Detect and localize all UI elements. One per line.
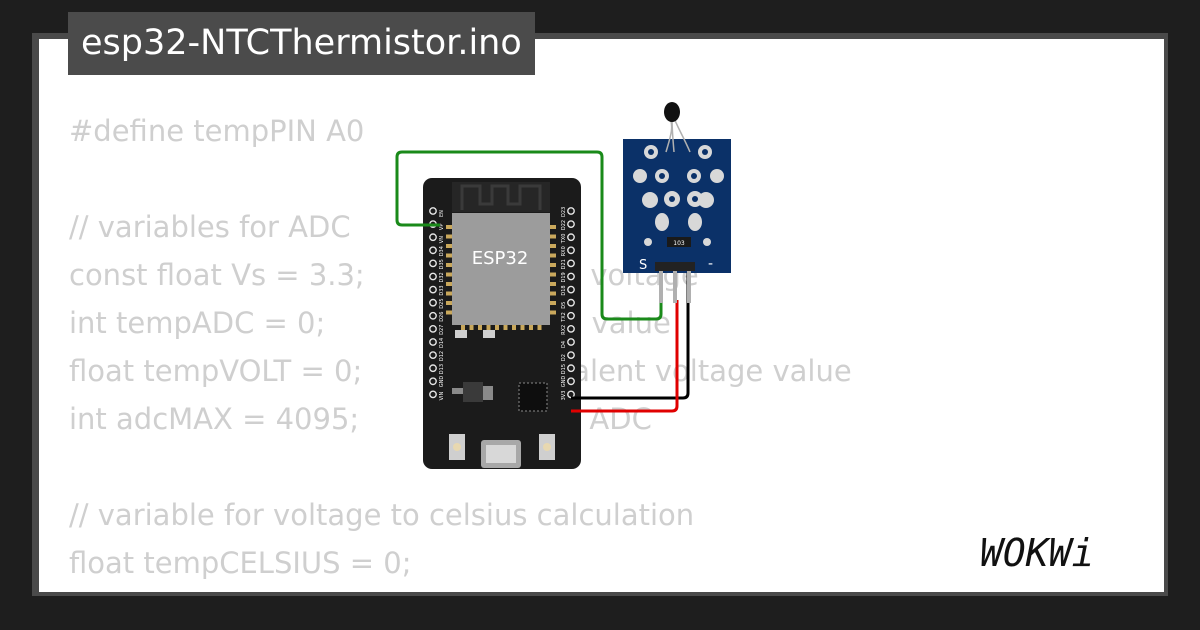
esp32-pin-label: D14 — [439, 338, 445, 348]
code-line: float tempCELSIUS = 0; — [69, 546, 412, 580]
esp32-pin-label: D25 — [439, 298, 445, 308]
ntc-thermistor-module[interactable]: 103 S - — [623, 102, 731, 303]
wire-gnd[interactable] — [571, 272, 690, 400]
esp32-pin-d12[interactable] — [429, 351, 437, 359]
esp32-pin-vn[interactable] — [429, 233, 437, 242]
esp32-pin-d15[interactable] — [567, 364, 575, 373]
esp32-pin-d25[interactable] — [429, 298, 437, 307]
esp32-pin-d23[interactable] — [567, 207, 575, 215]
esp32-pin-label: VP — [439, 224, 445, 230]
sensor-pin-minus-label: - — [708, 256, 713, 272]
esp32-pin-tx0[interactable] — [567, 233, 575, 242]
esp32-pin-label: D21 — [561, 259, 567, 269]
wire-vcc[interactable] — [571, 300, 679, 413]
esp32-pin-rx2[interactable] — [567, 324, 575, 333]
esp32-pin-label: D12 — [439, 351, 445, 361]
esp32-pin-label: D26 — [439, 312, 445, 322]
esp32-pin-label: D33 — [439, 285, 445, 295]
esp32-pin-d26[interactable] — [429, 311, 437, 320]
wokwi-logo: WOKWi — [980, 531, 1094, 575]
code-line: // variable for voltage to celsius calcu… — [69, 498, 695, 532]
resistor-label: 103 — [673, 240, 685, 247]
esp32-pin-label: RX2 — [561, 325, 567, 335]
esp32-pin-d21[interactable] — [567, 259, 575, 268]
esp32-pin-label: D34 — [439, 246, 445, 256]
esp32-pin-label: RX0 — [561, 246, 567, 256]
esp32-pin-d34[interactable] — [429, 246, 437, 255]
esp32-pin-d22[interactable] — [567, 220, 575, 229]
esp32-pin-en[interactable] — [429, 207, 437, 215]
wire-signal[interactable] — [395, 150, 663, 321]
code-line: #define tempPIN A0 — [69, 114, 365, 148]
esp32-pin-d33[interactable] — [429, 285, 437, 294]
esp32-pin-d27[interactable] — [429, 324, 437, 333]
esp32-pin-label: VN — [439, 236, 445, 243]
esp32-pin-label: D32 — [439, 272, 445, 282]
esp32-pin-d14[interactable] — [429, 338, 437, 346]
esp32-pin-label: D35 — [439, 259, 445, 269]
esp32-pin-label: TX2 — [561, 312, 567, 323]
esp32-pin-label: D4 — [561, 341, 567, 348]
esp32-pin-label: 3V3 — [561, 391, 567, 401]
esp32-pin-label: D19 — [561, 272, 567, 282]
esp32-chip-label: ESP32 — [472, 248, 529, 269]
esp32-pin-rx0[interactable] — [567, 246, 575, 255]
thermistor-bead — [664, 102, 680, 122]
esp32-pin-label: GND — [561, 376, 567, 388]
esp32-pin-label: D13 — [439, 364, 445, 374]
esp32-pin-label: EN — [439, 210, 445, 217]
esp32-pin-label: D23 — [561, 207, 567, 217]
esp32-pin-label: D22 — [561, 220, 567, 230]
window-title: esp32-NTCThermistor.ino — [68, 12, 535, 75]
esp32-pin-gnd[interactable] — [567, 377, 575, 386]
esp32-pin-vin[interactable] — [429, 390, 437, 399]
esp32-pin-d4[interactable] — [567, 338, 575, 346]
esp32-pin-d13[interactable] — [429, 364, 437, 373]
esp32-pin-label: VIN — [439, 392, 445, 401]
wokwi-logo-text: WOKWi — [980, 531, 1094, 575]
sensor-pin-s-label: S — [639, 258, 647, 273]
esp32-pin-label: D2 — [561, 354, 567, 361]
esp32-pin-d2[interactable] — [567, 351, 575, 359]
esp32-pin-d35[interactable] — [429, 259, 437, 268]
esp32-pin-label: D27 — [439, 325, 445, 335]
esp32-pin-d5[interactable] — [567, 298, 575, 307]
esp32-pin-tx2[interactable] — [567, 311, 575, 320]
esp32-pin-label: D15 — [561, 364, 567, 374]
esp32-pin-d32[interactable] — [429, 272, 437, 281]
esp32-board[interactable]: ESP32 ENVPVND34D35D32D33D25D26D27D14D12D… — [423, 178, 581, 469]
esp32-pin-d18[interactable] — [567, 285, 575, 294]
esp32-pin-label: D18 — [561, 285, 567, 295]
esp32-pin-gnd[interactable] — [429, 377, 437, 386]
esp32-pin-label: TX0 — [561, 234, 567, 245]
code-line: // variables for ADC — [69, 210, 351, 244]
esp32-pin-label: D5 — [561, 302, 567, 309]
esp32-pin-d19[interactable] — [567, 272, 575, 281]
esp32-pin-label: GND — [439, 376, 445, 388]
